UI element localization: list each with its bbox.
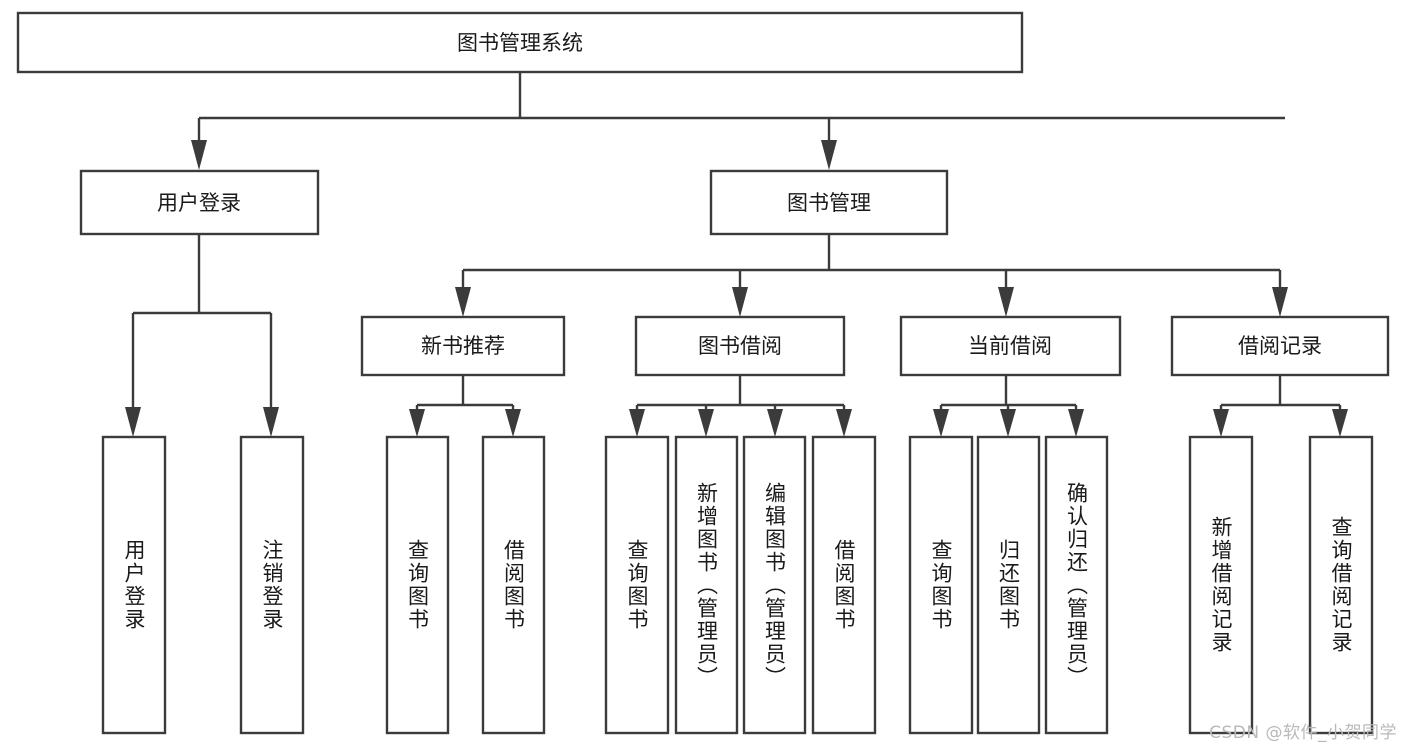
node-current-borrow-label: 当前借阅 [968, 334, 1052, 358]
leaf-box-borrow-1[interactable] [674, 435, 739, 735]
connector-current-to-leaves [933, 375, 1084, 437]
leaf-box-borrow-2[interactable] [742, 435, 807, 735]
connector-root-to-level2 [191, 72, 1285, 170]
connector-user-login-to-leaves [125, 234, 279, 437]
leaf-box-recommend-1[interactable] [481, 435, 546, 735]
leaf-box-user-login-0[interactable] [101, 435, 167, 735]
node-borrow-record-label: 借阅记录 [1238, 334, 1322, 358]
leaf-box-current-0[interactable] [908, 435, 974, 735]
node-root[interactable] [16, 11, 1024, 74]
leaf-box-record-0[interactable] [1188, 435, 1254, 735]
node-current-borrow[interactable] [899, 315, 1122, 377]
connector-record-to-leaves [1213, 375, 1348, 437]
leaf-box-record-1[interactable] [1308, 435, 1374, 735]
leaf-box-current-2[interactable] [1044, 435, 1109, 735]
node-root-label: 图书管理系统 [457, 31, 583, 55]
node-new-book-recommend-label: 新书推荐 [421, 334, 505, 358]
leaf-box-borrow-0[interactable] [604, 435, 670, 735]
leaf-box-borrow-3[interactable] [811, 435, 877, 735]
watermark-text: CSDN @软件_小贺同学 [1209, 723, 1397, 743]
connector-recommend-to-leaves [409, 375, 521, 437]
node-borrow-record[interactable] [1170, 315, 1390, 377]
node-book-management-label: 图书管理 [787, 191, 871, 215]
connector-borrow-to-leaves [629, 375, 852, 437]
node-new-book-recommend[interactable] [360, 315, 566, 377]
node-book-borrow-label: 图书借阅 [698, 334, 782, 358]
connector-book-mgmt-to-level3 [455, 234, 1288, 317]
leaf-box-user-login-1[interactable] [239, 435, 305, 735]
node-book-management[interactable] [709, 169, 949, 236]
node-book-borrow[interactable] [634, 315, 846, 377]
leaf-box-recommend-0[interactable] [385, 435, 450, 735]
node-user-login-label: 用户登录 [157, 191, 241, 215]
node-user-login[interactable] [79, 169, 320, 236]
leaf-box-current-1[interactable] [976, 435, 1041, 735]
